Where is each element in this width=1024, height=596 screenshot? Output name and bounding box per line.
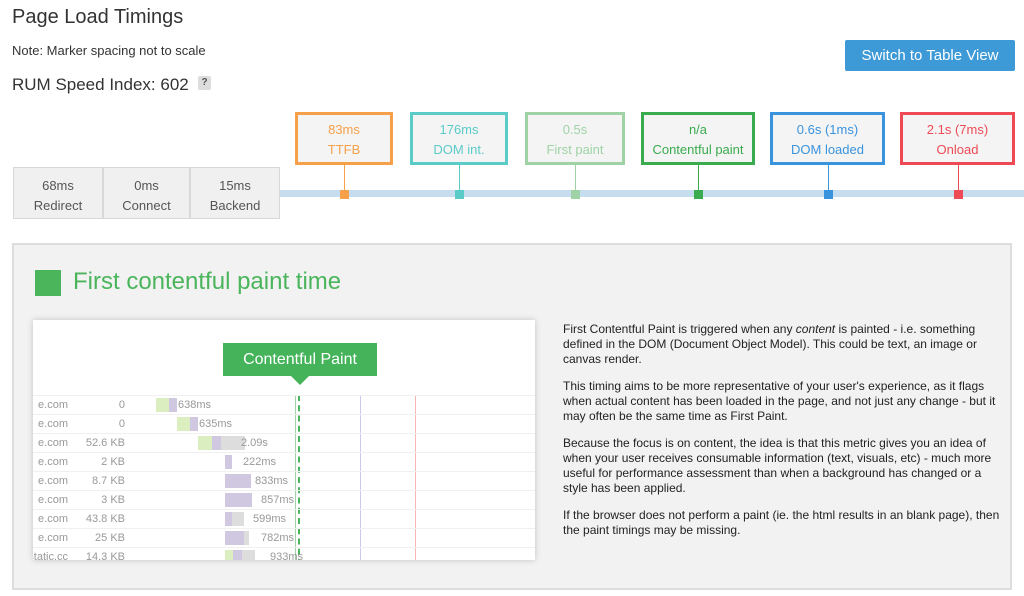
- marker-stem: [957, 165, 959, 191]
- request-row: e.com 0 635ms: [33, 414, 535, 433]
- row-size: 2 KB: [101, 456, 125, 468]
- marker-dot: [571, 190, 580, 199]
- timing-segment: [221, 436, 245, 450]
- marker-stem: [827, 165, 829, 191]
- desc-p1: First Contentful Paint is triggered when…: [563, 322, 977, 366]
- dom-loaded-line: [360, 395, 361, 560]
- timing-segment: [225, 550, 233, 560]
- marker-dot: [953, 190, 963, 199]
- row-domain: e.com: [38, 437, 68, 449]
- row-domain: e.com: [38, 494, 68, 506]
- row-time: 599ms: [253, 513, 287, 525]
- marker-dom-loaded: 0.6s (1ms)DOM loaded: [770, 112, 885, 165]
- row-domain: e.com: [38, 418, 68, 430]
- timing-segment: [232, 512, 244, 526]
- onload-line: [415, 395, 416, 560]
- timing-segment: [233, 550, 242, 560]
- row-domain: e.com: [38, 475, 68, 487]
- request-row: e.com 43.8 KB 599ms: [33, 509, 535, 528]
- timing-segment: [244, 531, 249, 545]
- callout-arrow: [291, 376, 309, 385]
- rum-speed-index: RUM Speed Index: 602: [12, 75, 189, 95]
- row-time: 222ms: [243, 456, 277, 468]
- page-title: Page Load Timings: [12, 6, 184, 28]
- request-row: e.com 8.7 KB 833ms: [33, 471, 535, 490]
- request-row: e.com 0 638ms: [33, 395, 535, 414]
- row-time: 635ms: [199, 418, 233, 430]
- row-time: 2.09s: [241, 437, 268, 449]
- row-domain: e.com: [38, 513, 68, 525]
- row-time: 782ms: [261, 532, 295, 544]
- row-size: 0: [118, 418, 125, 430]
- timing-segment: [198, 436, 212, 450]
- timing-segment: [225, 512, 232, 526]
- desc-p3: Because the focus is on content, the ide…: [563, 436, 992, 495]
- marker-dot: [694, 190, 703, 199]
- timing-segment: [225, 474, 251, 488]
- first-paint-line: [295, 395, 296, 560]
- row-size: 14.3 KB: [85, 551, 125, 560]
- row-size: 43.8 KB: [85, 513, 125, 525]
- timing-segment: [225, 455, 232, 469]
- marker-stem: [344, 165, 345, 191]
- row-domain: e.com: [38, 399, 68, 411]
- marker-stem: [575, 165, 576, 191]
- panel-title: First contentful paint time: [73, 268, 342, 295]
- marker-dot: [455, 190, 464, 199]
- request-row: e.com 52.6 KB 2.09s: [33, 433, 535, 452]
- row-time: 857ms: [261, 494, 295, 506]
- timing-segment: [177, 417, 190, 431]
- row-size: 25 KB: [95, 532, 125, 544]
- rum-value: 602: [160, 75, 189, 94]
- row-domain: e.com: [38, 456, 68, 468]
- desc-p4: If the browser does not perform a paint …: [563, 508, 1000, 537]
- timing-segment: [242, 550, 255, 560]
- description: First Contentful Paint is triggered when…: [563, 322, 1003, 550]
- timing-segment: [190, 417, 198, 431]
- rum-label: RUM Speed Index:: [12, 75, 156, 94]
- switch-to-table-view-button[interactable]: Switch to Table View: [845, 40, 1015, 71]
- marker-stem: [698, 165, 699, 191]
- timing-segment: [225, 531, 244, 545]
- request-row: e.com 2 KB 222ms: [33, 452, 535, 471]
- help-icon[interactable]: ?: [198, 76, 211, 90]
- desc-p2: This timing aims to be more representati…: [563, 379, 996, 423]
- row-domain: e.com: [38, 532, 68, 544]
- row-time: 933ms: [270, 551, 304, 560]
- row-time: 638ms: [178, 399, 212, 411]
- timeline-bar: [280, 190, 1024, 197]
- row-size: 52.6 KB: [85, 437, 125, 449]
- request-row: e.com 25 KB 782ms: [33, 528, 535, 547]
- contentful-paint-callout: Contentful Paint: [223, 343, 377, 376]
- row-size: 3 KB: [101, 494, 125, 506]
- row-size: 8.7 KB: [91, 475, 125, 487]
- timing-segment: [225, 493, 252, 507]
- timing-segment: [212, 436, 221, 450]
- timing-segment: [156, 398, 169, 412]
- scale-note: Note: Marker spacing not to scale: [12, 43, 206, 58]
- contentful-paint-line: [298, 395, 300, 560]
- legend-square: [35, 270, 61, 296]
- marker-stem: [459, 165, 460, 191]
- request-row: e.com 3 KB 857ms: [33, 490, 535, 509]
- marker-onload: 2.1s (7ms)Onload: [900, 112, 1015, 165]
- timing-segment: [169, 398, 177, 412]
- row-size: 0: [118, 399, 125, 411]
- row-time: 833ms: [255, 475, 289, 487]
- marker-dot: [340, 190, 349, 199]
- marker-dot: [823, 190, 833, 199]
